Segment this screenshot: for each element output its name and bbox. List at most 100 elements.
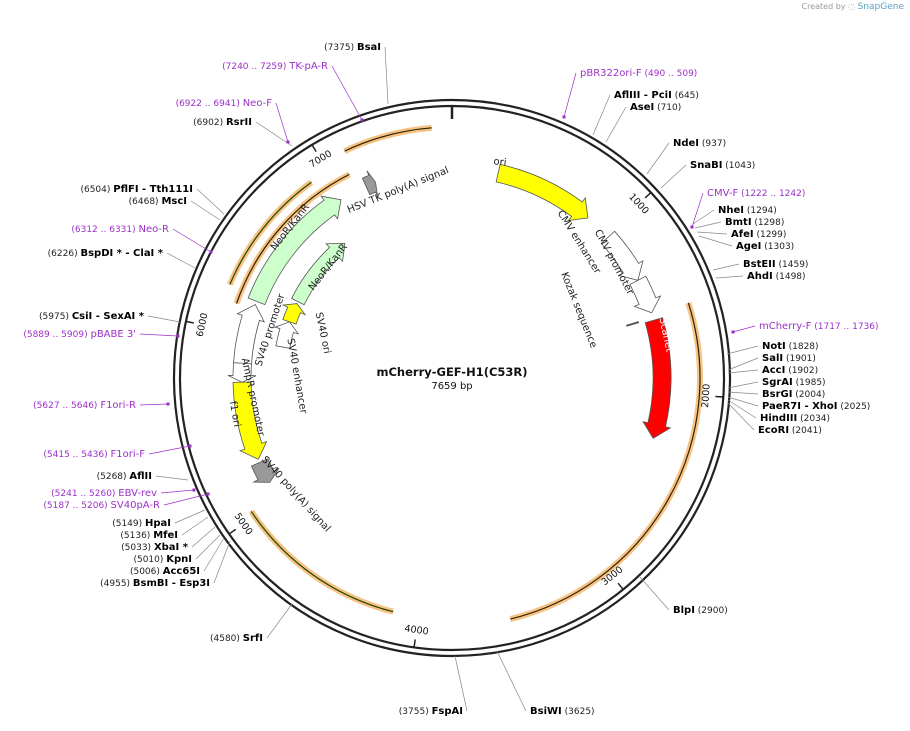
site-name: BsmBI - Esp3I xyxy=(133,578,210,589)
site-name: SnaBI xyxy=(690,160,722,171)
site-position: (1902) xyxy=(785,366,818,376)
site-position: (1299) xyxy=(754,230,787,240)
primer-leader xyxy=(172,228,212,253)
tick-label: 7000 xyxy=(308,148,334,170)
site-name: HindIII xyxy=(760,413,797,424)
primer-name: Neo-R xyxy=(139,224,170,235)
primer-label: CMV-F (1222 .. 1242) xyxy=(707,188,805,199)
site-leader xyxy=(712,263,740,271)
site-position: (1498) xyxy=(773,272,806,282)
credit-prefix: Created by xyxy=(801,2,846,11)
restriction-site: (4580) SrfI xyxy=(210,633,263,644)
restriction-site: BmtI (1298) xyxy=(725,217,784,228)
site-position: (1043) xyxy=(722,161,755,171)
primer-leader xyxy=(691,192,704,228)
primer-name: pBABE 3' xyxy=(90,329,136,340)
primer-name: TK-pA-R xyxy=(288,61,328,72)
restriction-site: NdeI (937) xyxy=(673,138,726,149)
primer-name: SV40pA-R xyxy=(111,500,160,511)
orf-arc-line xyxy=(235,173,350,304)
feature-arrows xyxy=(227,163,672,483)
site-name: EcoRI xyxy=(758,425,789,436)
site-leader xyxy=(694,221,722,229)
site-position: (2041) xyxy=(789,426,822,436)
site-name: SgrAI xyxy=(762,377,793,388)
tick-mark xyxy=(185,320,194,324)
site-position: (6902) xyxy=(193,118,226,128)
tick-mark xyxy=(644,191,652,199)
site-position: (1298) xyxy=(752,218,785,228)
snapgene-credit: Created by ◌ SnapGene xyxy=(802,2,905,12)
site-leader xyxy=(727,402,755,431)
site-name: AseI xyxy=(630,102,654,113)
feature-sv40-poly-a-signal xyxy=(250,458,280,483)
primer-label: (5415 .. 5436) F1ori-F xyxy=(43,449,145,460)
feature-neor-kanr xyxy=(291,242,346,306)
site-leader xyxy=(213,540,231,584)
site-leader xyxy=(147,315,181,323)
primer-name: mCherry-F xyxy=(759,321,812,332)
plasmid-length: 7659 bp xyxy=(431,381,472,392)
primer-range: (1222 .. 1242) xyxy=(738,189,805,199)
primer-range: (5889 .. 5909) xyxy=(23,330,90,340)
site-leader xyxy=(660,164,687,189)
site-leader xyxy=(496,650,527,712)
primer-name: EBV-rev xyxy=(118,488,157,499)
primer-site-icon xyxy=(166,402,170,406)
site-leader xyxy=(727,396,759,407)
restriction-site: AgeI (1303) xyxy=(736,241,794,252)
primer-label: (7240 .. 7259) TK-pA-R xyxy=(222,61,328,72)
restriction-site: BlpI (2900) xyxy=(673,605,728,616)
site-name: AflII xyxy=(129,471,152,482)
site-leader xyxy=(592,94,611,136)
primer-site-icon xyxy=(176,334,180,338)
restriction-site: AflIII - PciI (645) xyxy=(614,90,699,101)
site-position: (6468) xyxy=(129,197,162,207)
site-leader xyxy=(454,655,468,712)
site-leader xyxy=(166,252,196,269)
feature-neor-kanr xyxy=(247,195,342,306)
site-name: XbaI * xyxy=(154,542,189,553)
site-position: (6226) xyxy=(48,249,81,259)
site-leader xyxy=(196,188,225,215)
orf-arcs xyxy=(227,124,703,622)
site-name: Acc65I xyxy=(163,566,200,577)
site-leader xyxy=(727,391,759,395)
feature-cmv-enhancer xyxy=(600,230,644,281)
restriction-site: (3755) FspAI xyxy=(399,706,463,717)
site-position: (5006) xyxy=(130,567,163,577)
primer-range: (5627 .. 5646) xyxy=(33,401,100,411)
restriction-site: (4955) BsmBI - Esp3I xyxy=(100,578,210,589)
site-name: AflIII - PciI xyxy=(614,90,672,101)
site-position: (1828) xyxy=(786,342,819,352)
tick-mark xyxy=(413,639,416,648)
primer-range: (5415 .. 5436) xyxy=(43,450,110,460)
site-leader xyxy=(190,200,221,221)
primer-site-icon xyxy=(690,225,694,229)
site-position: (5136) xyxy=(120,531,153,541)
site-name: BsiWI xyxy=(530,706,562,717)
orf-arc xyxy=(343,124,432,154)
site-position: (3755) xyxy=(399,707,432,717)
feature-label: HSV TK poly(A) signal xyxy=(346,165,451,216)
restriction-site: AhdI (1498) xyxy=(747,271,806,282)
primer-site-icon xyxy=(188,444,192,448)
restriction-site: (5149) HpaI xyxy=(112,518,171,529)
restriction-site: PaeR7I - XhoI (2025) xyxy=(762,401,870,412)
site-leader xyxy=(605,106,627,143)
site-name: NheI xyxy=(718,205,744,216)
site-position: (2034) xyxy=(797,414,830,424)
restriction-site: SgrAI (1985) xyxy=(762,377,826,388)
orf-arc-line xyxy=(250,510,394,613)
site-leader xyxy=(266,603,293,639)
restriction-site: NheI (1294) xyxy=(718,205,777,216)
primer-name: pBR322ori-F xyxy=(580,68,642,79)
site-position: (7375) xyxy=(324,43,357,53)
restriction-site: (6504) PflFI - Tth111I xyxy=(80,184,193,195)
site-position: (6504) xyxy=(80,185,113,195)
site-position: (645) xyxy=(672,91,699,101)
primer-label: mCherry-F (1717 .. 1736) xyxy=(759,321,879,332)
site-leader xyxy=(155,475,189,481)
site-leader xyxy=(646,142,670,175)
feature-label: ori xyxy=(493,156,507,168)
